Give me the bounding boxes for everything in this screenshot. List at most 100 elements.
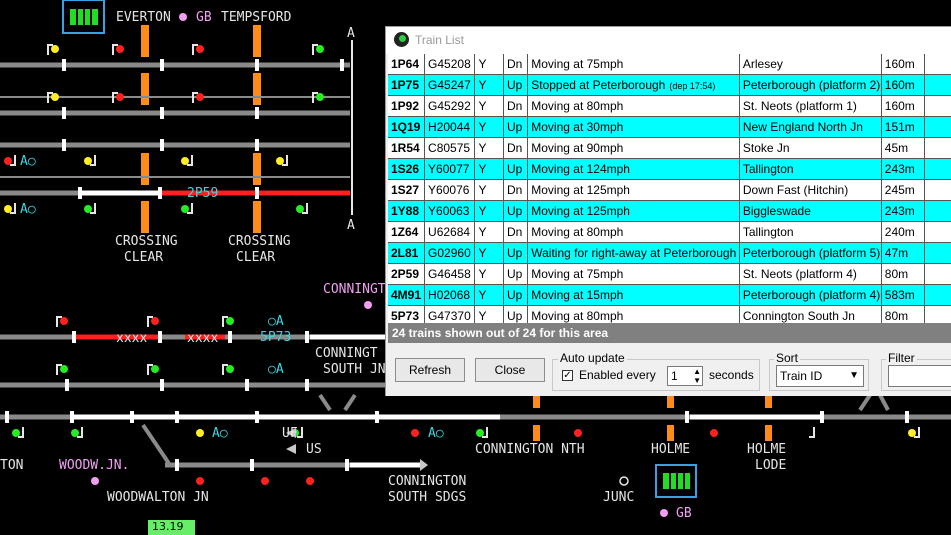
location-cell-text: Tallington	[742, 162, 794, 176]
label-ao3[interactable]: A○	[212, 426, 228, 441]
refresh-button[interactable]: Refresh	[395, 358, 465, 382]
train-id-cell: 1P75	[388, 74, 426, 96]
interval-spinner[interactable]: 1 ▲▼	[667, 366, 703, 386]
loco-cell: Y60077	[424, 158, 476, 180]
loco-cell: G45208	[424, 54, 476, 75]
length-cell-text: 160m	[884, 78, 915, 92]
app-icon	[394, 32, 409, 47]
length-cell-text: 243m	[884, 204, 915, 218]
sort-label: Sort	[774, 351, 801, 365]
status-cell-text: Moving at 125mph	[531, 204, 630, 218]
flag-cell: Y	[474, 116, 504, 138]
status-cell-text: Moving at 30mph	[531, 120, 624, 134]
filter-label: Filter	[886, 351, 917, 365]
direction-cell-text: Up	[507, 120, 523, 134]
occupied-track	[75, 190, 350, 340]
train-id-cell-text: 1Q19	[391, 120, 421, 134]
status-cell-text: Moving at 125mph	[531, 183, 630, 197]
extra-cell	[924, 95, 951, 117]
status-cell: Moving at 80mph	[527, 305, 740, 323]
direction-cell: Dn	[503, 54, 529, 75]
label-ton: TON	[0, 458, 24, 473]
length-cell: 243m	[881, 158, 926, 180]
train-id-cell-text: 1S26	[391, 162, 420, 176]
label-crossing1-clear: CLEAR	[124, 250, 164, 265]
train-id-2p59[interactable]: 2P59	[187, 186, 219, 201]
flag-cell-text: Y	[478, 162, 487, 176]
direction-cell: Up	[503, 74, 529, 96]
length-cell: 243m	[881, 200, 926, 222]
chevron-down-icon: ▼	[849, 370, 859, 381]
extra-cell	[924, 242, 951, 264]
location-cell: Tallington	[739, 221, 882, 243]
spinner-arrows-icon[interactable]: ▲▼	[693, 367, 701, 385]
direction-cell: Up	[503, 116, 529, 138]
departure-note: (dep 17:54)	[669, 81, 716, 91]
auto-update-checkbox[interactable]: ✓	[562, 370, 573, 381]
length-cell: 160m	[881, 54, 926, 75]
train-id-5p73[interactable]: 5P73	[260, 330, 292, 345]
train-id-cell-text: 1P92	[391, 99, 420, 113]
filter-input[interactable]	[888, 365, 951, 387]
status-cell-text: Moving at 15mph	[531, 288, 624, 302]
length-cell-text: 80m	[884, 309, 909, 323]
extra-cell	[924, 158, 951, 180]
loco-cell-text: U62684	[428, 225, 471, 239]
label-crossing2: CROSSING	[228, 234, 291, 249]
signals[interactable]	[4, 45, 916, 517]
length-cell: 151m	[881, 116, 926, 138]
window-titlebar[interactable]: Train List	[386, 27, 951, 54]
label-ao2[interactable]: A○	[20, 202, 36, 217]
label-ao6[interactable]: ○A	[268, 362, 284, 377]
loco-cell-text: G45247	[428, 78, 471, 92]
loco-cell-text: G45208	[428, 57, 471, 71]
location-cell-text: Peterborough (platform 4)	[742, 288, 881, 302]
direction-cell-text: Up	[507, 267, 523, 281]
train-id-cell: 1R54	[388, 137, 426, 159]
enabled-every-label: Enabled every	[579, 368, 656, 382]
panel-icon-bottom[interactable]	[655, 464, 697, 498]
label-woodwalton-jn: WOODWALTON JN	[107, 490, 209, 505]
train-id-cell-text: 2L81	[391, 246, 419, 260]
loco-cell: H02068	[424, 284, 476, 306]
label-tempsford: TEMPSFORD	[221, 10, 292, 25]
location-cell: St. Neots (platform 1)	[739, 95, 882, 117]
length-cell: 583m	[881, 284, 926, 306]
panel-icon-top[interactable]	[62, 0, 105, 34]
length-cell: 160m	[881, 95, 926, 117]
sort-select[interactable]: Train ID ▼	[776, 365, 864, 387]
flag-cell: Y	[474, 263, 504, 285]
flag-cell: Y	[474, 305, 504, 323]
train-id-cell-text: 1Y88	[391, 204, 420, 218]
direction-cell-text: Up	[507, 162, 523, 176]
length-cell: 160m	[881, 74, 926, 96]
flag-cell-text: Y	[478, 57, 487, 71]
train-id-cell-text: 1S27	[391, 183, 420, 197]
flag-cell-text: Y	[478, 183, 487, 197]
extra-cell	[924, 116, 951, 138]
label-ao5[interactable]: ○A	[268, 314, 284, 329]
close-button[interactable]: Close	[475, 358, 545, 382]
label-ao1[interactable]: A○	[20, 154, 36, 169]
flag-cell: Y	[474, 74, 504, 96]
loco-cell-text: G02960	[428, 246, 471, 260]
label-ao4[interactable]: A○	[428, 426, 444, 441]
extra-cell	[924, 54, 951, 75]
loco-cell: U62684	[424, 221, 476, 243]
label-woodw-jn: WOODW.JN.	[59, 458, 130, 473]
